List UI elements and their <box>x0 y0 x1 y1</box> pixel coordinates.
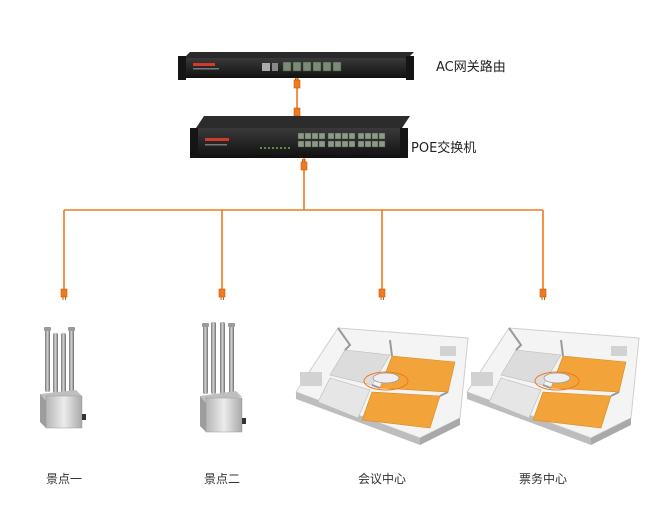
ac-gateway-router <box>178 52 414 80</box>
building-meeting-center <box>295 327 469 445</box>
router-label: AC网关路由 <box>436 60 506 75</box>
building-ticket-center <box>466 327 640 445</box>
endpoint-label-4: 票务中心 <box>518 472 567 486</box>
outdoor-ap-1 <box>40 327 86 429</box>
switch-ports <box>297 132 386 148</box>
poe-switch <box>190 116 410 158</box>
cable-network <box>63 78 544 292</box>
endpoint-label-3: 会议中心 <box>357 472 406 486</box>
ap-2-antennas <box>202 322 235 394</box>
outdoor-ap-2 <box>200 322 246 433</box>
endpoint-label-2: 景点二 <box>203 472 240 486</box>
switch-status-leds <box>260 147 290 149</box>
meeting-center-ap-coverage <box>363 371 409 391</box>
meeting-center-ceiling-ap <box>372 372 400 384</box>
switch-brand-mark <box>205 138 229 141</box>
ap-1-antennas <box>44 327 75 393</box>
ticket-center-ceiling-ap <box>543 372 571 384</box>
router-brand-mark <box>193 63 215 66</box>
router-ports <box>282 61 342 72</box>
ticket-center-ap-coverage <box>534 371 580 391</box>
switch-label: POE交换机 <box>411 141 477 156</box>
endpoint-label-1: 景点一 <box>45 472 82 486</box>
